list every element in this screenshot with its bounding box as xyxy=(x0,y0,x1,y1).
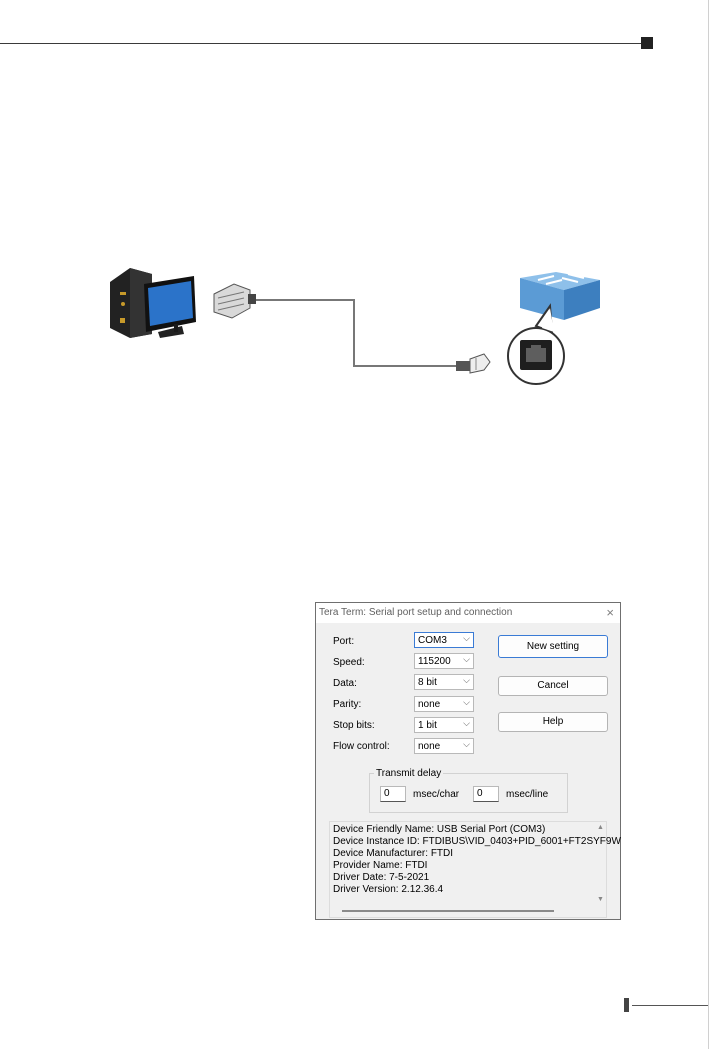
device-info-line: Device Instance ID: FTDIBUS\VID_0403+PID… xyxy=(333,836,621,847)
chevron-down-icon: ⌵ xyxy=(463,633,470,643)
stop-bits-select[interactable]: 1 bit ⌵ xyxy=(414,717,474,733)
console-connector-icon xyxy=(456,353,491,374)
speed-value: 115200 xyxy=(418,656,451,667)
help-button[interactable]: Help xyxy=(498,712,608,732)
rj45-plug-icon xyxy=(213,283,256,319)
header-marker xyxy=(641,37,653,49)
device-info-line: Driver Date: 7-5-2021 xyxy=(333,872,430,883)
speed-label: Speed: xyxy=(333,657,365,668)
chevron-down-icon: ⌵ xyxy=(463,739,470,749)
line-delay-unit: msec/line xyxy=(506,789,549,800)
flow-control-select[interactable]: none ⌵ xyxy=(414,738,474,754)
speed-select[interactable]: 115200 ⌵ xyxy=(414,653,474,669)
footer-rule xyxy=(632,1005,708,1006)
dialog-titlebar: Tera Term: Serial port setup and connect… xyxy=(316,603,620,623)
char-delay-input[interactable]: 0 xyxy=(380,786,406,802)
header-rule xyxy=(0,43,644,44)
stop-bits-value: 1 bit xyxy=(418,720,437,731)
device-info-line: Provider Name: FTDI xyxy=(333,860,428,871)
scroll-up-icon[interactable]: ▲ xyxy=(597,824,604,831)
close-icon[interactable]: × xyxy=(606,605,614,620)
console-connection-diagram xyxy=(110,268,600,385)
horizontal-scrollbar[interactable] xyxy=(330,905,596,917)
flow-control-value: none xyxy=(418,741,441,752)
stop-bits-label: Stop bits: xyxy=(333,720,375,731)
data-label: Data: xyxy=(333,678,357,689)
scroll-down-icon[interactable]: ▼ xyxy=(597,896,604,903)
parity-value: none xyxy=(418,699,441,710)
footer-marker xyxy=(624,998,629,1012)
port-label: Port: xyxy=(333,636,355,647)
cancel-button[interactable]: Cancel xyxy=(498,676,608,696)
vertical-scrollbar[interactable]: ▲ ▼ xyxy=(594,822,606,906)
device-info-box[interactable]: Device Friendly Name: USB Serial Port (C… xyxy=(329,821,621,918)
network-switch-icon xyxy=(520,272,600,320)
port-value: COM3 xyxy=(418,635,447,646)
char-delay-unit: msec/char xyxy=(413,789,460,800)
console-port-callout xyxy=(507,303,565,385)
device-info-line: Device Manufacturer: FTDI xyxy=(333,848,454,859)
line-delay-input[interactable]: 0 xyxy=(473,786,499,802)
chevron-down-icon: ⌵ xyxy=(463,675,470,685)
pc-computer-icon xyxy=(110,268,196,338)
horizontal-scroll-thumb[interactable] xyxy=(342,910,554,912)
chevron-down-icon: ⌵ xyxy=(463,697,470,707)
console-cable xyxy=(256,299,456,367)
data-bits-select[interactable]: 8 bit ⌵ xyxy=(414,674,474,690)
port-select[interactable]: COM3 ⌵ xyxy=(414,632,474,648)
device-info-line: Driver Version: 2.12.36.4 xyxy=(333,884,444,895)
transmit-delay-group xyxy=(369,773,568,813)
parity-select[interactable]: none ⌵ xyxy=(414,696,474,712)
flow-control-label: Flow control: xyxy=(333,741,390,752)
chevron-down-icon: ⌵ xyxy=(463,718,470,728)
new-setting-button[interactable]: New setting xyxy=(498,635,608,658)
serial-port-setup-dialog: Tera Term: Serial port setup and connect… xyxy=(315,602,621,920)
rj45-port-icon xyxy=(520,340,552,370)
parity-label: Parity: xyxy=(333,699,362,710)
dialog-title: Tera Term: Serial port setup and connect… xyxy=(319,607,513,618)
chevron-down-icon: ⌵ xyxy=(463,654,470,664)
transmit-delay-legend: Transmit delay xyxy=(374,768,444,779)
data-bits-value: 8 bit xyxy=(418,677,437,688)
device-info-line: Device Friendly Name: USB Serial Port (C… xyxy=(333,824,546,835)
